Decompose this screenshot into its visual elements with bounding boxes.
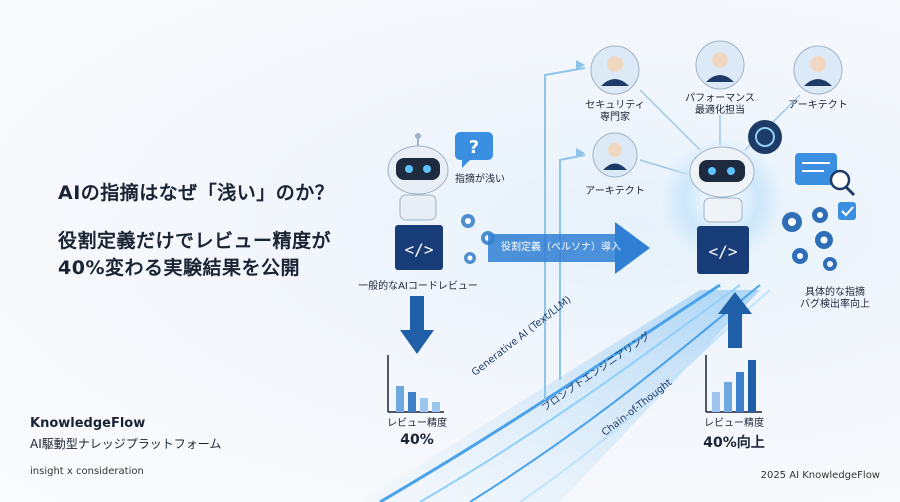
subheadline: 役割定義だけでレビュー精度が 40%変わる実験結果を公開 xyxy=(58,228,331,282)
architect-top-label: アーキテクト xyxy=(788,100,848,111)
bar-chart-right-icon xyxy=(705,355,762,413)
architect-mid-label: アーキテクト xyxy=(585,186,645,197)
general-review-label: 一般的なAIコードレビュー xyxy=(358,281,478,292)
headline: AIの指摘はなぜ「浅い」のか？ xyxy=(58,182,335,204)
subheadline-line-1: 役割定義だけでレビュー精度が xyxy=(58,230,332,252)
review-accuracy-left-value: 40% xyxy=(400,432,434,448)
svg-text:</>: </> xyxy=(405,240,434,259)
shallow-label: 指摘が浅い xyxy=(455,174,505,185)
robot-left-icon: </> ? xyxy=(387,132,493,270)
svg-text:</>: </> xyxy=(709,242,738,261)
performance-label: パフォーマンス 最適化担当 xyxy=(685,93,755,116)
robot-right-icon: </> xyxy=(660,120,784,274)
svg-text:?: ? xyxy=(469,137,479,158)
up-arrow-icon xyxy=(718,292,752,348)
security-label: セキュリティ 専門家 xyxy=(585,100,645,123)
brand-tagline: AI駆動型ナレッジプラットフォーム xyxy=(30,437,222,451)
persona-arrow xyxy=(488,222,650,274)
bar-chart-left-icon xyxy=(387,355,444,413)
specific-findings-label: 具体的な指摘 バグ検出率向上 xyxy=(800,287,870,310)
person-architect-mid-icon xyxy=(592,132,638,178)
report-magnifier-icon xyxy=(795,153,856,197)
footer-copyright: 2025 AI KnowledgeFlow xyxy=(760,470,880,481)
person-performance-icon xyxy=(695,40,745,90)
review-accuracy-left-label: レビュー精度 xyxy=(387,418,447,429)
footer-left: insight x consideration xyxy=(30,466,144,477)
person-security-icon xyxy=(590,45,640,95)
persona-arrow-label: 役割定義（ペルソナ）導入 xyxy=(501,242,621,253)
subheadline-line-2: 40%変わる実験結果を公開 xyxy=(58,257,300,279)
review-accuracy-right-label: レビュー精度 xyxy=(704,418,764,429)
light-road xyxy=(360,60,771,502)
review-accuracy-right-value: 40%向上 xyxy=(703,435,765,451)
down-arrow-icon xyxy=(400,296,434,354)
person-architect-top-icon xyxy=(793,45,843,95)
gears-right-icon xyxy=(782,202,856,271)
brand-name: KnowledgeFlow xyxy=(30,416,146,431)
